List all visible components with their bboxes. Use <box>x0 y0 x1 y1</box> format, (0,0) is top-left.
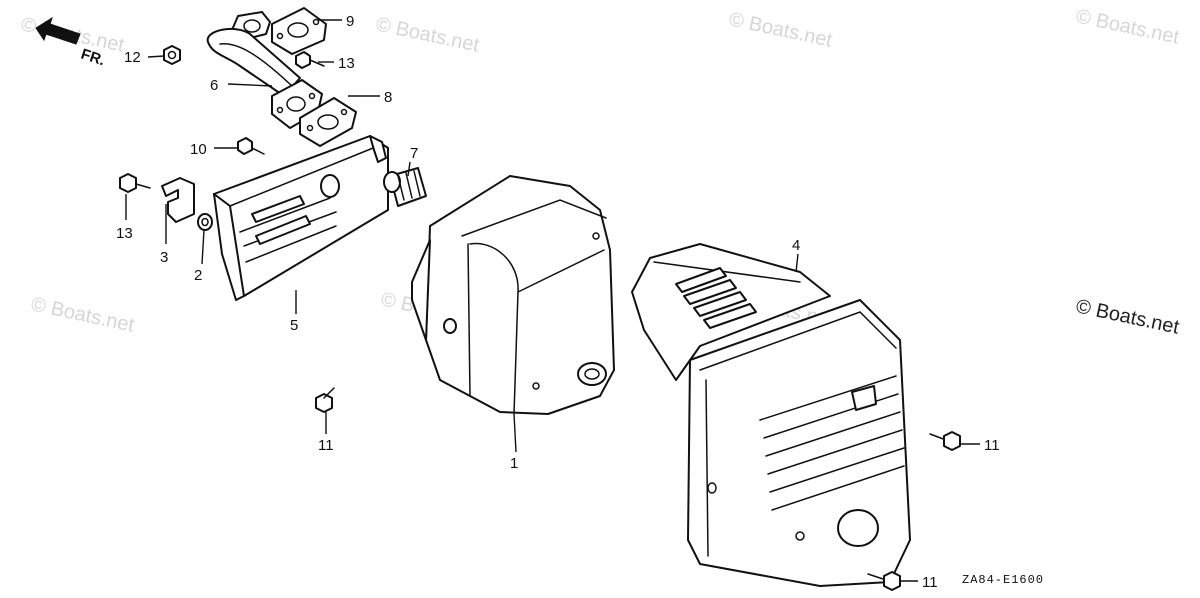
callout-7: 7 <box>410 145 418 162</box>
callout-13-upper: 13 <box>338 55 355 72</box>
callouts: 12 9 13 6 8 10 7 13 3 2 5 11 1 4 11 11 <box>116 13 1000 591</box>
part-12-nut <box>163 45 181 65</box>
part-10-bolt <box>237 137 265 155</box>
watermark: © Boats.net <box>1074 295 1182 338</box>
callout-11-a: 11 <box>318 437 334 454</box>
part-13-bolt-left <box>119 173 151 193</box>
part-5-heat-shield <box>213 135 389 301</box>
callout-1: 1 <box>510 455 518 472</box>
callout-10: 10 <box>190 141 207 158</box>
front-arrow-icon <box>35 16 81 45</box>
watermark: © Boats.net <box>1074 5 1182 48</box>
drawing-code: ZA84-E1600 <box>962 573 1044 587</box>
part-11-bolt-b <box>929 431 961 451</box>
callout-4: 4 <box>792 237 800 254</box>
part-4-muffler-cover <box>631 243 911 587</box>
part-9-gasket <box>271 7 327 55</box>
callout-2: 2 <box>194 267 202 284</box>
part-6-exhaust-pipe <box>206 11 323 129</box>
front-direction-indicator: FR. <box>35 16 107 70</box>
callout-6: 6 <box>210 77 218 94</box>
part-2-collar <box>197 213 213 231</box>
callout-11-b: 11 <box>984 437 1000 454</box>
part-1-muffler <box>411 175 615 415</box>
callout-12: 12 <box>124 49 141 66</box>
callout-11-c: 11 <box>922 574 938 591</box>
watermark: © Boats.net <box>29 293 137 336</box>
part-11-bolt-c <box>867 571 901 591</box>
callout-3: 3 <box>160 249 168 266</box>
callout-8: 8 <box>384 89 392 106</box>
front-label: FR. <box>79 46 107 70</box>
watermark: © Boats.net <box>374 13 482 56</box>
callout-5: 5 <box>290 317 298 334</box>
callout-13-left: 13 <box>116 225 133 242</box>
part-7-screen <box>383 167 427 207</box>
callout-9: 9 <box>346 13 354 30</box>
part-11-bolt-a <box>315 387 335 413</box>
leader-lines <box>125 19 980 582</box>
watermark: © Boats.net <box>727 8 835 51</box>
part-8-gasket <box>299 97 357 147</box>
part-13-bolt-upper <box>295 51 325 69</box>
part-3-bracket <box>161 177 195 223</box>
